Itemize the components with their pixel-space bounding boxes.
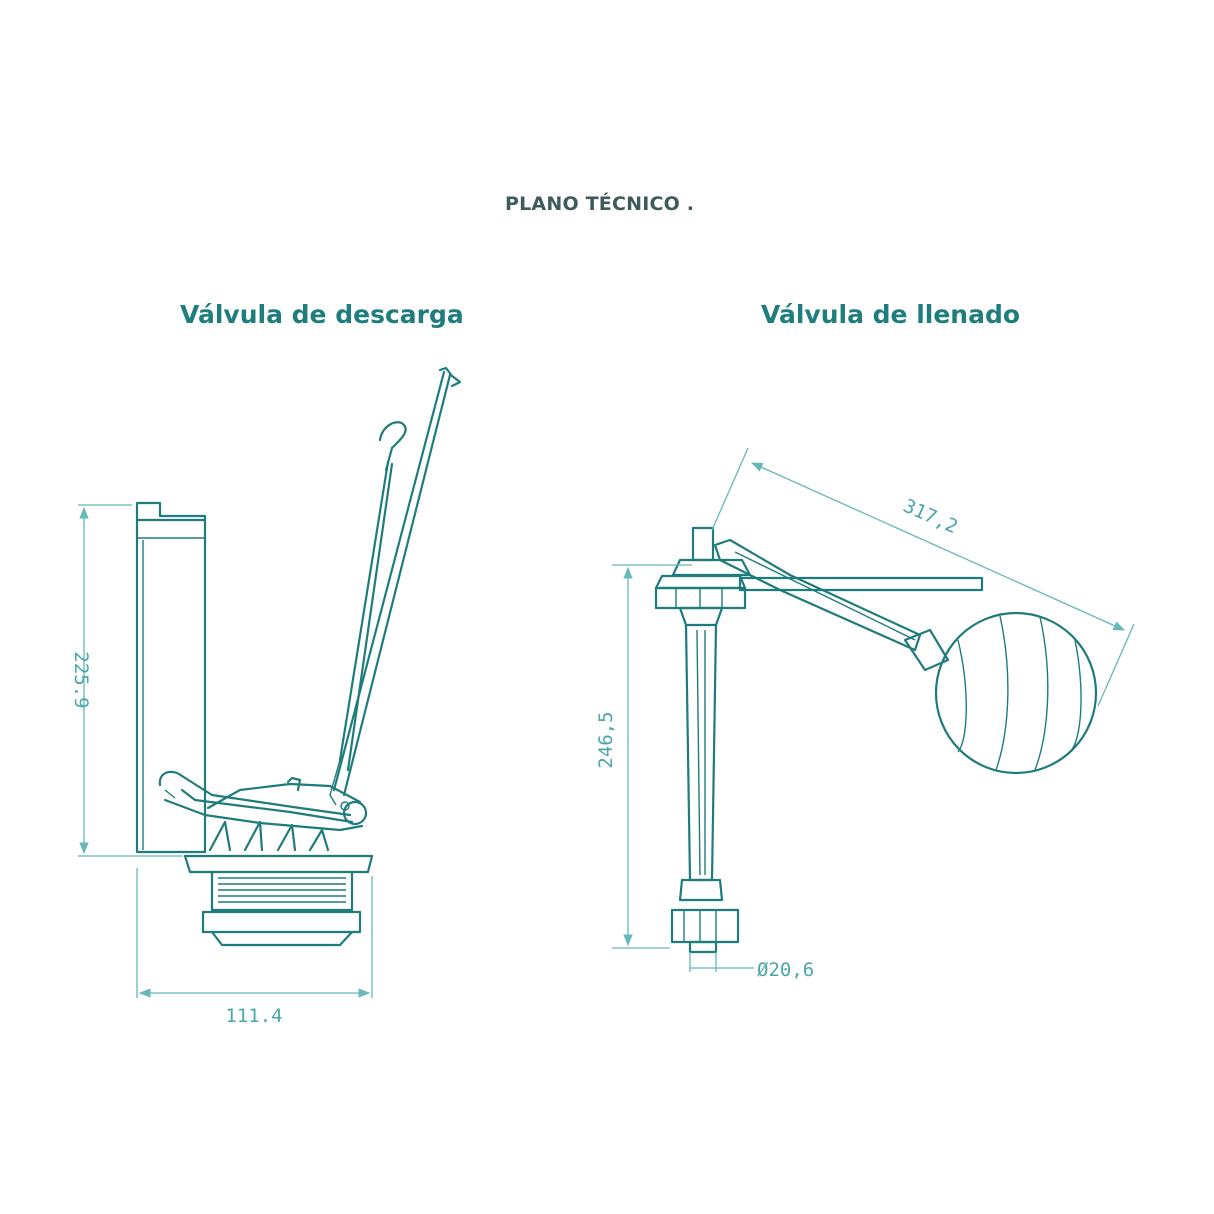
fill-height-label: 246,5 <box>595 711 617 768</box>
flapper-assembly <box>158 770 368 852</box>
angled-arm <box>713 538 950 672</box>
riser-tube <box>678 623 724 902</box>
fill-valve-drawing: 246,5 Ø20,6 317,2 <box>595 447 1135 981</box>
flush-height-label: 225.9 <box>70 651 92 708</box>
fill-valve-title: Válvula de llenado <box>761 300 1021 329</box>
fill-diameter-label: Ø20,6 <box>757 959 814 981</box>
chain-rods <box>329 366 462 806</box>
flush-width-label: 111.4 <box>225 1005 282 1027</box>
overflow-tube <box>135 501 207 854</box>
flush-valve-drawing: 225.9 111.4 <box>70 366 462 1027</box>
bottom-nut <box>670 908 740 954</box>
fill-arm-length-label: 317,2 <box>900 495 961 538</box>
flush-valve-dimensions: 225.9 111.4 <box>70 504 373 1027</box>
float-ball <box>934 611 1098 775</box>
fill-valve-dimensions: 246,5 Ø20,6 317,2 <box>595 447 1135 981</box>
base-thread <box>183 854 374 947</box>
page-title: PLANO TÉCNICO . <box>505 193 695 215</box>
flush-valve-title: Válvula de descarga <box>180 300 464 329</box>
